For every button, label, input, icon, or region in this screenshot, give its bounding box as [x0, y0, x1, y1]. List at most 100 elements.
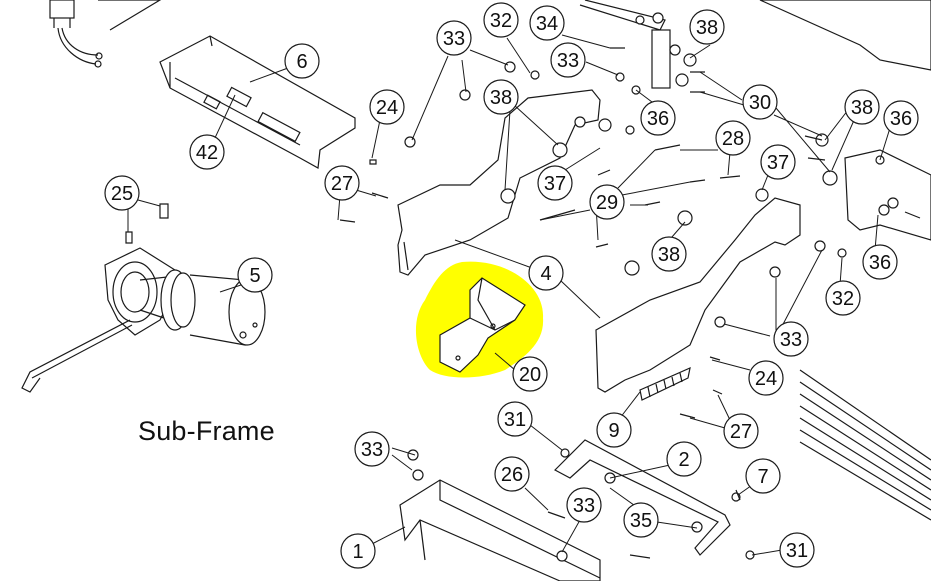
callout-circle	[589, 184, 625, 220]
callout-label: 20	[519, 364, 541, 386]
callout-label: 31	[504, 409, 526, 431]
callout-circle	[883, 100, 919, 136]
callout-circle	[748, 360, 784, 396]
callout-27: 27	[723, 413, 759, 449]
callout-30: 30	[742, 84, 778, 120]
callout-33: 33	[436, 20, 472, 56]
callout-circle	[483, 2, 519, 38]
callout-label: 9	[608, 420, 619, 442]
callout-6: 6	[284, 43, 320, 79]
callout-label: 28	[722, 128, 744, 150]
bracket-part-4-left	[397, 89, 601, 276]
callout-label: 30	[749, 92, 771, 114]
callout-circle	[497, 401, 533, 437]
bracket-part-20	[439, 277, 526, 373]
callout-label: 5	[249, 265, 260, 287]
callout-37: 37	[537, 165, 573, 201]
cover-part-6	[159, 35, 356, 169]
winch-part-5	[21, 247, 266, 393]
callout-37: 37	[760, 144, 796, 180]
callout-label: 2	[678, 449, 689, 471]
callout-circle	[715, 120, 751, 156]
callout-label: 32	[490, 10, 512, 32]
callout-circle	[640, 100, 676, 136]
callout-24: 24	[748, 360, 784, 396]
upper-frame-right	[759, 0, 931, 241]
callout-24: 24	[369, 89, 405, 125]
bracket-part-4-right	[595, 197, 801, 393]
callout-5: 5	[237, 257, 273, 293]
callout-2: 2	[666, 441, 702, 477]
top-bar	[579, 0, 671, 89]
callout-label: 33	[443, 28, 465, 50]
callout-circle	[512, 356, 548, 392]
callout-circle	[550, 42, 586, 78]
callout-label: 4	[540, 263, 551, 285]
callout-circle	[324, 165, 360, 201]
callout-label: 36	[890, 108, 912, 130]
callout-label: 35	[630, 510, 652, 532]
callout-label: 32	[832, 288, 854, 310]
callout-circle	[566, 487, 602, 523]
callout-20: 20	[512, 356, 548, 392]
diagram-title: Sub-Frame	[138, 416, 275, 446]
callout-circle	[483, 79, 519, 115]
callout-label: 34	[536, 13, 558, 35]
callout-33: 33	[773, 321, 809, 357]
callout-36: 36	[883, 100, 919, 136]
callout-38: 38	[689, 9, 725, 45]
callout-38: 38	[483, 79, 519, 115]
callout-label: 42	[196, 142, 218, 164]
callout-label: 1	[352, 541, 363, 563]
callout-label: 24	[376, 97, 398, 119]
callout-circle	[773, 321, 809, 357]
callout-circle	[689, 9, 725, 45]
callout-42: 42	[189, 134, 225, 170]
callout-circle	[651, 236, 687, 272]
callout-circle	[742, 84, 778, 120]
callout-9: 9	[596, 412, 632, 448]
spring-part-9	[639, 366, 691, 401]
callout-circle	[596, 412, 632, 448]
callout-29: 29	[589, 184, 625, 220]
callout-circle	[623, 502, 659, 538]
bar-part-2	[554, 439, 731, 556]
callout-32: 32	[483, 2, 519, 38]
callout-32: 32	[825, 280, 861, 316]
switch-assembly	[49, 0, 162, 68]
callout-circle	[436, 20, 472, 56]
callout-35: 35	[623, 502, 659, 538]
callout-label: 38	[696, 17, 718, 39]
callout-circle	[528, 255, 564, 291]
callout-36: 36	[862, 244, 898, 280]
callout-34: 34	[529, 5, 565, 41]
strut-lines	[799, 369, 931, 521]
callout-label: 36	[869, 252, 891, 274]
callout-label: 38	[658, 244, 680, 266]
callout-circle	[529, 5, 565, 41]
callout-28: 28	[715, 120, 751, 156]
callout-label: 24	[755, 368, 777, 390]
callout-27: 27	[324, 165, 360, 201]
callout-label: 6	[296, 51, 307, 73]
callout-label: 37	[544, 173, 566, 195]
callout-25: 25	[104, 175, 140, 211]
callout-label: 33	[361, 439, 383, 461]
callout-circle	[666, 441, 702, 477]
callout-circle	[189, 134, 225, 170]
callout-circle	[844, 89, 880, 125]
callout-label: 36	[647, 108, 669, 130]
callout-circle	[340, 533, 376, 569]
callout-33: 33	[566, 487, 602, 523]
callout-circle	[494, 456, 530, 492]
callout-26: 26	[494, 456, 530, 492]
callout-label: 29	[596, 192, 618, 214]
callout-31: 31	[497, 401, 533, 437]
callout-circle	[745, 458, 781, 494]
callout-label: 38	[851, 97, 873, 119]
base-frame-part-1	[399, 479, 601, 581]
callout-circle	[825, 280, 861, 316]
callout-label: 26	[501, 464, 523, 486]
callout-33: 33	[354, 431, 390, 467]
